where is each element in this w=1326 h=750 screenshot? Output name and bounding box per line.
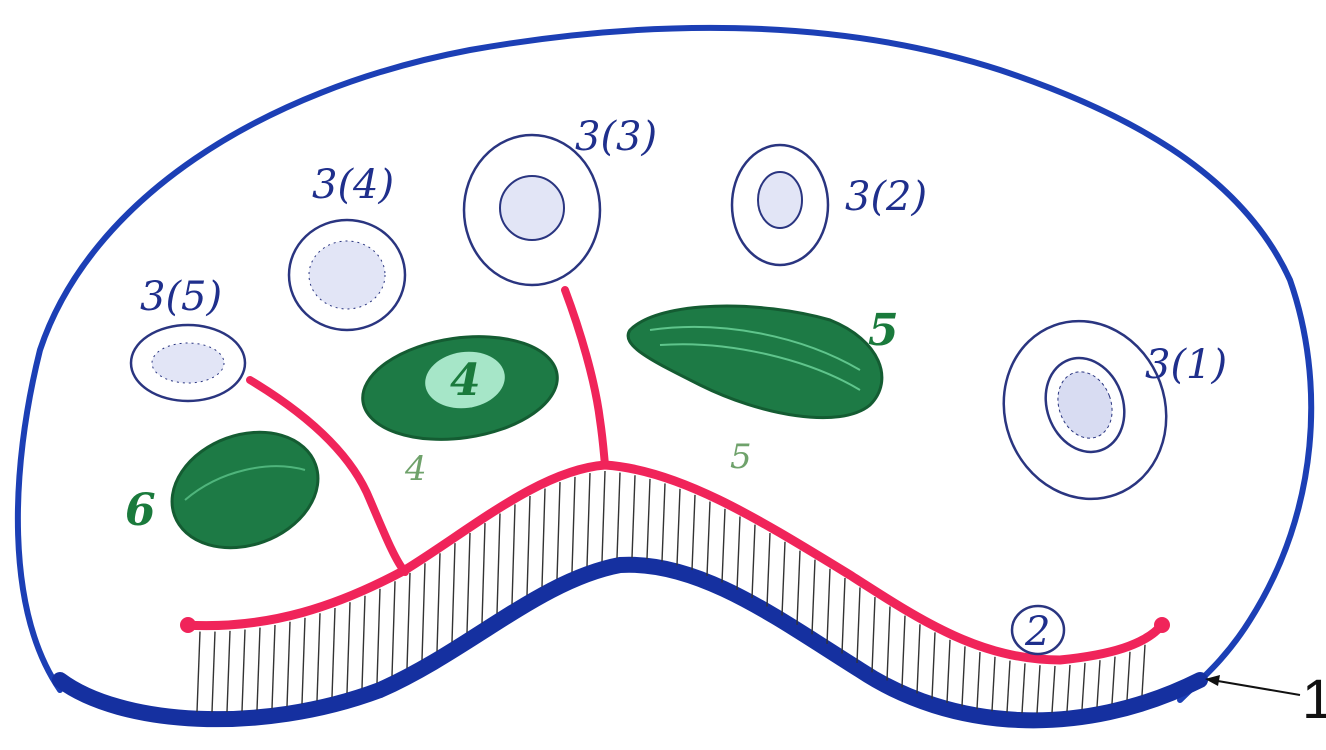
hatch-line	[272, 625, 275, 709]
label-chloroplast-5-sub: 5	[730, 437, 752, 477]
chloroplast-5	[628, 306, 882, 418]
hatch-line	[692, 495, 695, 570]
vacuole-3-4	[289, 220, 405, 330]
label-vacuole-3-1: 3(1)	[1145, 342, 1227, 388]
label-chloroplast-5: 5	[868, 305, 899, 356]
hatch-line	[557, 482, 560, 579]
hatch-line	[317, 613, 320, 701]
hatch-line	[737, 517, 740, 590]
hatch-line	[452, 543, 455, 642]
hatch-line	[992, 657, 995, 711]
hatch-line	[542, 489, 545, 587]
hatch-line	[197, 632, 200, 712]
hatch-line	[947, 640, 950, 703]
hatch-line	[227, 631, 230, 712]
hatch-line	[392, 581, 395, 676]
hatch-line	[527, 496, 530, 595]
hatch-line	[1037, 665, 1040, 713]
hatch-line	[287, 622, 290, 707]
hatch-line	[707, 502, 710, 576]
hatch-line	[332, 608, 335, 697]
hatch-line	[797, 551, 800, 625]
hatch-line	[1052, 666, 1055, 713]
label-pointer-1: 1	[1302, 667, 1326, 730]
svg-text:2: 2	[1024, 609, 1050, 655]
hatch-line	[782, 542, 785, 616]
hatch-line	[1127, 652, 1130, 700]
label-vacuole-3-4: 3(4)	[312, 162, 394, 208]
hatch-line	[617, 473, 620, 558]
pointer-line	[1212, 680, 1300, 695]
hatch-line	[482, 523, 485, 623]
hatch-line	[1112, 657, 1115, 704]
hatch-line	[242, 630, 245, 712]
hatch-line	[647, 479, 650, 559]
hatch-line	[827, 569, 830, 644]
membrane-hatching	[197, 471, 1145, 713]
hatch-line	[857, 587, 860, 663]
hatch-line	[437, 553, 440, 651]
hatch-line	[962, 646, 965, 706]
hatch-line	[887, 606, 890, 680]
chloroplast-6	[156, 413, 335, 568]
hatch-line	[767, 533, 770, 606]
hatch-line	[812, 560, 815, 635]
label-vacuole-3-3: 3(3)	[575, 114, 657, 160]
hatch-line	[1022, 663, 1025, 713]
hatch-line	[662, 483, 665, 561]
label-chloroplast-6: 6	[125, 485, 156, 536]
hatch-line	[497, 513, 500, 613]
hatch-line	[572, 477, 575, 572]
hatch-line	[257, 628, 260, 711]
label-vacuole-3-2: 3(2)	[845, 174, 927, 220]
hatch-line	[512, 504, 515, 604]
hatch-line	[872, 597, 875, 672]
hatch-line	[467, 533, 470, 633]
hatch-line	[422, 563, 425, 660]
hatch-line	[977, 652, 980, 709]
hatch-line	[752, 525, 755, 598]
hatch-line	[377, 589, 380, 683]
hatch-line	[302, 618, 305, 704]
hatch-line	[407, 573, 410, 668]
hatch-line	[1007, 661, 1010, 713]
hatch-line	[587, 473, 590, 566]
hatch-line	[602, 471, 605, 561]
hatch-line	[362, 596, 365, 689]
hatch-line	[917, 624, 920, 693]
hatch-line	[1067, 665, 1070, 711]
canal-branch-center	[565, 290, 605, 465]
vacuole-3-5	[131, 325, 245, 401]
hatch-line	[842, 578, 845, 654]
label-membrane-2: 2	[1012, 606, 1064, 655]
label-vacuole-3-5: 3(5)	[140, 274, 222, 320]
hatch-line	[1097, 660, 1100, 707]
label-chloroplast-4-sub: 4	[404, 449, 427, 489]
hatch-line	[1142, 645, 1145, 696]
canal-end-right	[1154, 617, 1170, 633]
hatch-line	[677, 489, 680, 565]
hatch-line	[722, 509, 725, 583]
canal-end-left	[180, 617, 196, 633]
hatch-line	[902, 616, 905, 688]
vacuole-3-1	[979, 298, 1191, 522]
hatch-line	[212, 632, 215, 713]
hatch-line	[632, 475, 635, 558]
hatch-line	[932, 632, 935, 698]
hatch-line	[347, 602, 350, 693]
label-chloroplast-4: 4	[450, 355, 481, 406]
vacuole-3-2	[732, 145, 828, 265]
hatch-line	[1082, 663, 1085, 710]
